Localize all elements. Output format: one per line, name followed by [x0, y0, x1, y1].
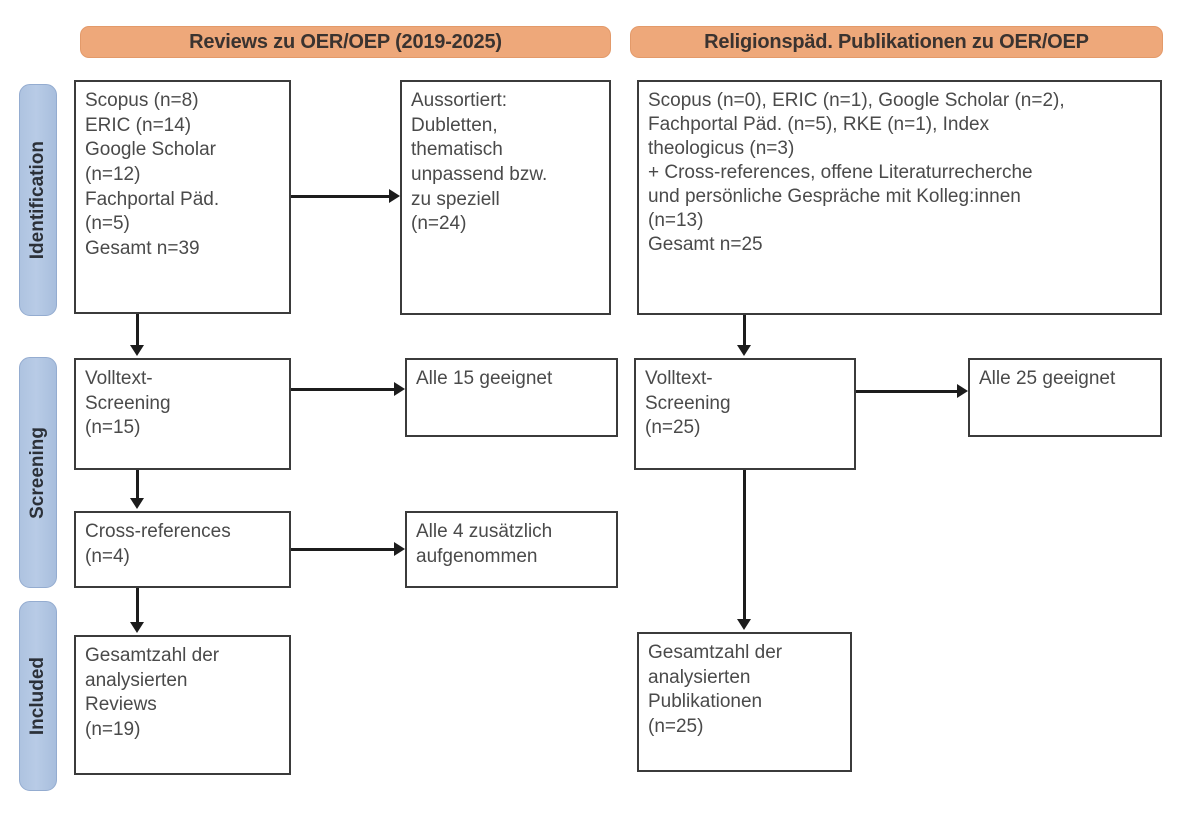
- stage-tab-identification: Identification: [19, 84, 57, 316]
- arrowhead-left-screening-to-crossref: [130, 498, 144, 509]
- box-right-all-suitable: Alle 25 geeignet: [968, 358, 1162, 437]
- box-right-identification-sources: Scopus (n=0), ERIC (n=1), Google Scholar…: [637, 80, 1162, 315]
- connector-right-screening-to-suitable: [856, 390, 958, 393]
- box-left-identification-sources: Scopus (n=8) ERIC (n=14) Google Scholar …: [74, 80, 291, 314]
- arrowhead-left-crossref-to-added: [394, 542, 405, 556]
- arrowhead-left-sources-to-excluded: [389, 189, 400, 203]
- stage-tab-identification-label: Identification: [27, 140, 48, 260]
- connector-right-screening-to-included: [743, 470, 746, 620]
- box-left-fulltext-screening: Volltext- Screening (n=15): [74, 358, 291, 470]
- connector-left-sources-to-excluded: [291, 195, 389, 198]
- column-header-right: Religionspäd. Publikationen zu OER/OEP: [630, 26, 1163, 58]
- stage-tab-screening: Screening: [19, 357, 57, 588]
- arrowhead-left-crossref-to-included: [130, 622, 144, 633]
- box-left-included-total: Gesamtzahl der analysierten Reviews (n=1…: [74, 635, 291, 775]
- box-left-cross-references: Cross-references (n=4): [74, 511, 291, 588]
- connector-left-screening-to-suitable: [291, 388, 395, 391]
- box-left-all-added: Alle 4 zusätzlich aufgenommen: [405, 511, 618, 588]
- column-header-left: Reviews zu OER/OEP (2019-2025): [80, 26, 611, 58]
- connector-left-crossref-to-included: [136, 588, 139, 623]
- box-right-fulltext-screening: Volltext- Screening (n=25): [634, 358, 856, 470]
- connector-left-crossref-to-added: [291, 548, 395, 551]
- connector-left-screening-to-crossref: [136, 470, 139, 499]
- arrowhead-left-screening-to-suitable: [394, 382, 405, 396]
- connector-right-sources-to-screening: [743, 315, 746, 346]
- arrowhead-right-sources-to-screening: [737, 345, 751, 356]
- arrowhead-right-screening-to-suitable: [957, 384, 968, 398]
- arrowhead-left-sources-to-screening: [130, 345, 144, 356]
- stage-tab-included-label: Included: [27, 656, 48, 736]
- stage-tab-screening-label: Screening: [27, 426, 48, 519]
- box-right-included-total: Gesamtzahl der analysierten Publikatione…: [637, 632, 852, 772]
- arrowhead-right-screening-to-included: [737, 619, 751, 630]
- connector-left-sources-to-screening: [136, 314, 139, 346]
- box-left-excluded: Aussortiert: Dubletten, thematisch unpas…: [400, 80, 611, 315]
- stage-tab-included: Included: [19, 601, 57, 791]
- box-left-all-suitable: Alle 15 geeignet: [405, 358, 618, 437]
